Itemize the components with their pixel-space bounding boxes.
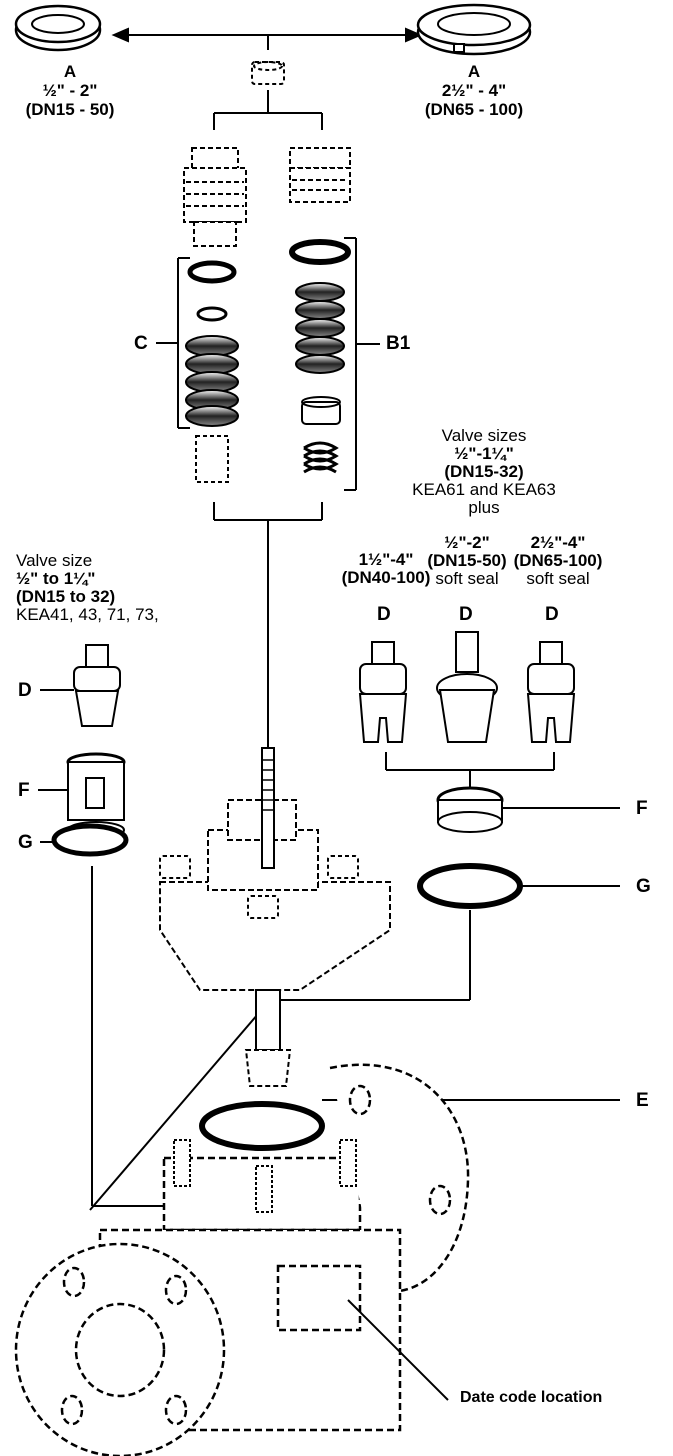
valve-sizes-right-note: Valve sizes ½"-1¼" (DN15-32) KEA61 and K… — [404, 427, 564, 516]
valve-body — [14, 1063, 470, 1456]
bracket-b1 — [344, 237, 380, 491]
col3-seal: soft seal — [526, 569, 590, 588]
label-a-left: A ½" - 2" (DN15 - 50) — [10, 63, 130, 118]
packing-stack-b1 — [289, 239, 351, 474]
label-g-right: G — [636, 876, 651, 897]
packing-stack-c — [185, 260, 239, 483]
label-d-col2: D — [459, 604, 473, 625]
nut-a-large — [416, 3, 532, 56]
col3-size: 2½"-4" — [530, 533, 586, 552]
col2-seal: soft seal — [435, 569, 499, 588]
col1-size: 1½"-4" — [358, 550, 414, 569]
label-a-right-dn: (DN65 - 100) — [424, 100, 524, 119]
col3-dn: (DN65-100) — [513, 551, 603, 570]
plug-d-col3 — [526, 641, 576, 743]
valve-sizes-models: KEA61 and KEA63 — [412, 480, 556, 499]
label-c: C — [134, 333, 148, 354]
label-d-left: D — [18, 680, 32, 701]
label-d-col3: D — [545, 604, 559, 625]
label-d-col1: D — [377, 604, 391, 625]
col2-dn: (DN15-50) — [427, 551, 507, 570]
label-a-right: A 2½" - 4" (DN65 - 100) — [404, 63, 544, 118]
valve-sizes-title: Valve sizes — [441, 426, 527, 445]
date-code-label: Date code location — [460, 1389, 603, 1406]
valve-sizes-dn: (DN15-32) — [444, 462, 524, 481]
gasket-g-right — [89, 863, 620, 1211]
col1-label: 1½"-4" (DN40-100) — [338, 551, 434, 586]
small-nut — [251, 61, 285, 85]
col3-label: 2½"-4" (DN65-100) soft seal — [508, 534, 608, 587]
valve-sizes-plus: plus — [468, 498, 500, 517]
gasket-g-left — [40, 823, 250, 1207]
label-f-right: F — [636, 798, 648, 819]
valve-sizes-size: ½"-1¼" — [454, 444, 514, 463]
body-studs — [173, 1139, 357, 1213]
label-a-left-letter: A — [63, 62, 77, 81]
stem — [244, 747, 292, 1087]
plug-d-col2 — [436, 631, 498, 743]
seat-f-right — [436, 786, 620, 833]
label-a-left-size: ½" - 2" — [42, 81, 98, 100]
left-valve-size-title: Valve size — [16, 551, 93, 570]
label-b1: B1 — [386, 333, 411, 354]
bracket-bottom — [213, 502, 323, 780]
packing-nut-left — [183, 147, 247, 247]
label-a-left-dn: (DN15 - 50) — [25, 100, 115, 119]
col2-size: ½"-2" — [444, 533, 490, 552]
label-a-right-size: 2½" - 4" — [441, 81, 507, 100]
plug-d-col1 — [358, 641, 408, 743]
date-code-leader — [347, 1299, 449, 1401]
left-valve-size-size: ½" to 1¼" — [16, 569, 96, 588]
label-g-left: G — [18, 832, 33, 853]
packing-nut-right — [289, 147, 351, 203]
left-valve-size-dn: (DN15 to 32) — [16, 587, 116, 606]
bonnet-nuts — [159, 855, 359, 919]
nut-a-small — [14, 4, 102, 52]
arrow-connector — [111, 27, 423, 50]
plug-d-left — [40, 644, 121, 727]
left-valve-size-note: Valve size ½" to 1¼" (DN15 to 32) KEA41,… — [16, 552, 159, 623]
col2-label: ½"-2" (DN15-50) soft seal — [422, 534, 512, 587]
left-valve-size-models: KEA41, 43, 71, 73, — [16, 605, 159, 624]
col1-dn: (DN40-100) — [341, 568, 431, 587]
label-a-right-letter: A — [467, 62, 481, 81]
bracket-top — [213, 90, 323, 130]
label-e: E — [636, 1090, 649, 1111]
bracket-c — [156, 257, 190, 429]
label-f-left: F — [18, 780, 30, 801]
